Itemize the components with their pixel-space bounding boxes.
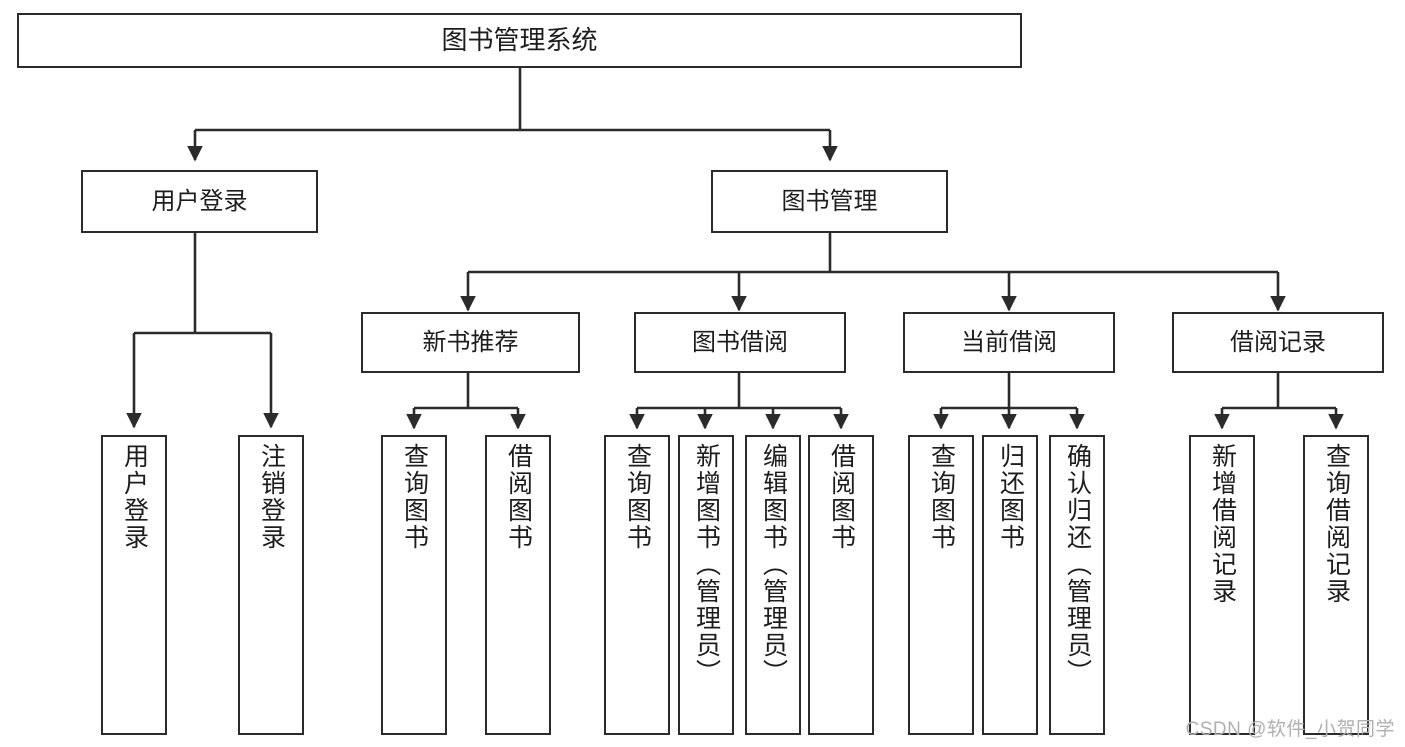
node-leaf-confirm-return-admin[interactable]: 确认归还（管理员）: [1049, 435, 1105, 735]
watermark-text: CSDN @软件_小贺同学: [1185, 719, 1395, 740]
node-book-management[interactable]: 图书管理: [711, 170, 948, 233]
node-label: 查询图书: [400, 443, 429, 551]
node-label: 图书借阅: [692, 328, 788, 356]
node-leaf-query-borrow-record[interactable]: 查询借阅记录: [1303, 435, 1369, 735]
node-leaf-user-login[interactable]: 用户登录: [101, 435, 167, 735]
node-label: 查询图书: [623, 443, 652, 551]
node-label: 图书管理: [781, 187, 878, 215]
node-user-login[interactable]: 用户登录: [81, 170, 318, 233]
node-label: 确认归还（管理员）: [1063, 443, 1092, 686]
node-book-borrow[interactable]: 图书借阅: [634, 312, 846, 373]
node-label: 编辑图书（管理员）: [759, 443, 788, 686]
node-label: 借阅图书: [504, 443, 533, 551]
node-leaf-query-book-current[interactable]: 查询图书: [908, 435, 974, 735]
node-label: 新增借阅记录: [1208, 443, 1237, 605]
node-leaf-return-book[interactable]: 归还图书: [982, 435, 1038, 735]
node-label: 借阅记录: [1230, 328, 1326, 356]
node-book-management-system[interactable]: 图书管理系统: [17, 13, 1022, 68]
node-leaf-borrow-book-new[interactable]: 借阅图书: [485, 435, 551, 735]
node-new-book-recommend[interactable]: 新书推荐: [361, 312, 580, 373]
node-leaf-add-book-admin[interactable]: 新增图书（管理员）: [678, 435, 734, 735]
node-leaf-borrow-book[interactable]: 借阅图书: [808, 435, 874, 735]
node-leaf-query-book-borrow[interactable]: 查询图书: [604, 435, 670, 735]
node-label: 当前借阅: [961, 328, 1057, 356]
node-label: 图书管理系统: [441, 24, 598, 55]
node-label: 查询图书: [927, 443, 956, 551]
node-label: 注销登录: [257, 443, 286, 551]
node-label: 查询借阅记录: [1322, 443, 1351, 605]
node-leaf-edit-book-admin[interactable]: 编辑图书（管理员）: [745, 435, 801, 735]
node-leaf-add-borrow-record[interactable]: 新增借阅记录: [1189, 435, 1255, 735]
node-label: 新增图书（管理员）: [692, 443, 721, 686]
node-borrow-records[interactable]: 借阅记录: [1172, 312, 1384, 373]
node-leaf-query-book-new[interactable]: 查询图书: [381, 435, 447, 735]
node-current-borrow[interactable]: 当前借阅: [903, 312, 1115, 373]
node-label: 新书推荐: [422, 328, 519, 356]
node-label: 用户登录: [120, 443, 149, 551]
node-leaf-logout[interactable]: 注销登录: [238, 435, 304, 735]
node-label: 借阅图书: [827, 443, 856, 551]
node-label: 归还图书: [996, 443, 1025, 551]
node-label: 用户登录: [151, 187, 248, 215]
